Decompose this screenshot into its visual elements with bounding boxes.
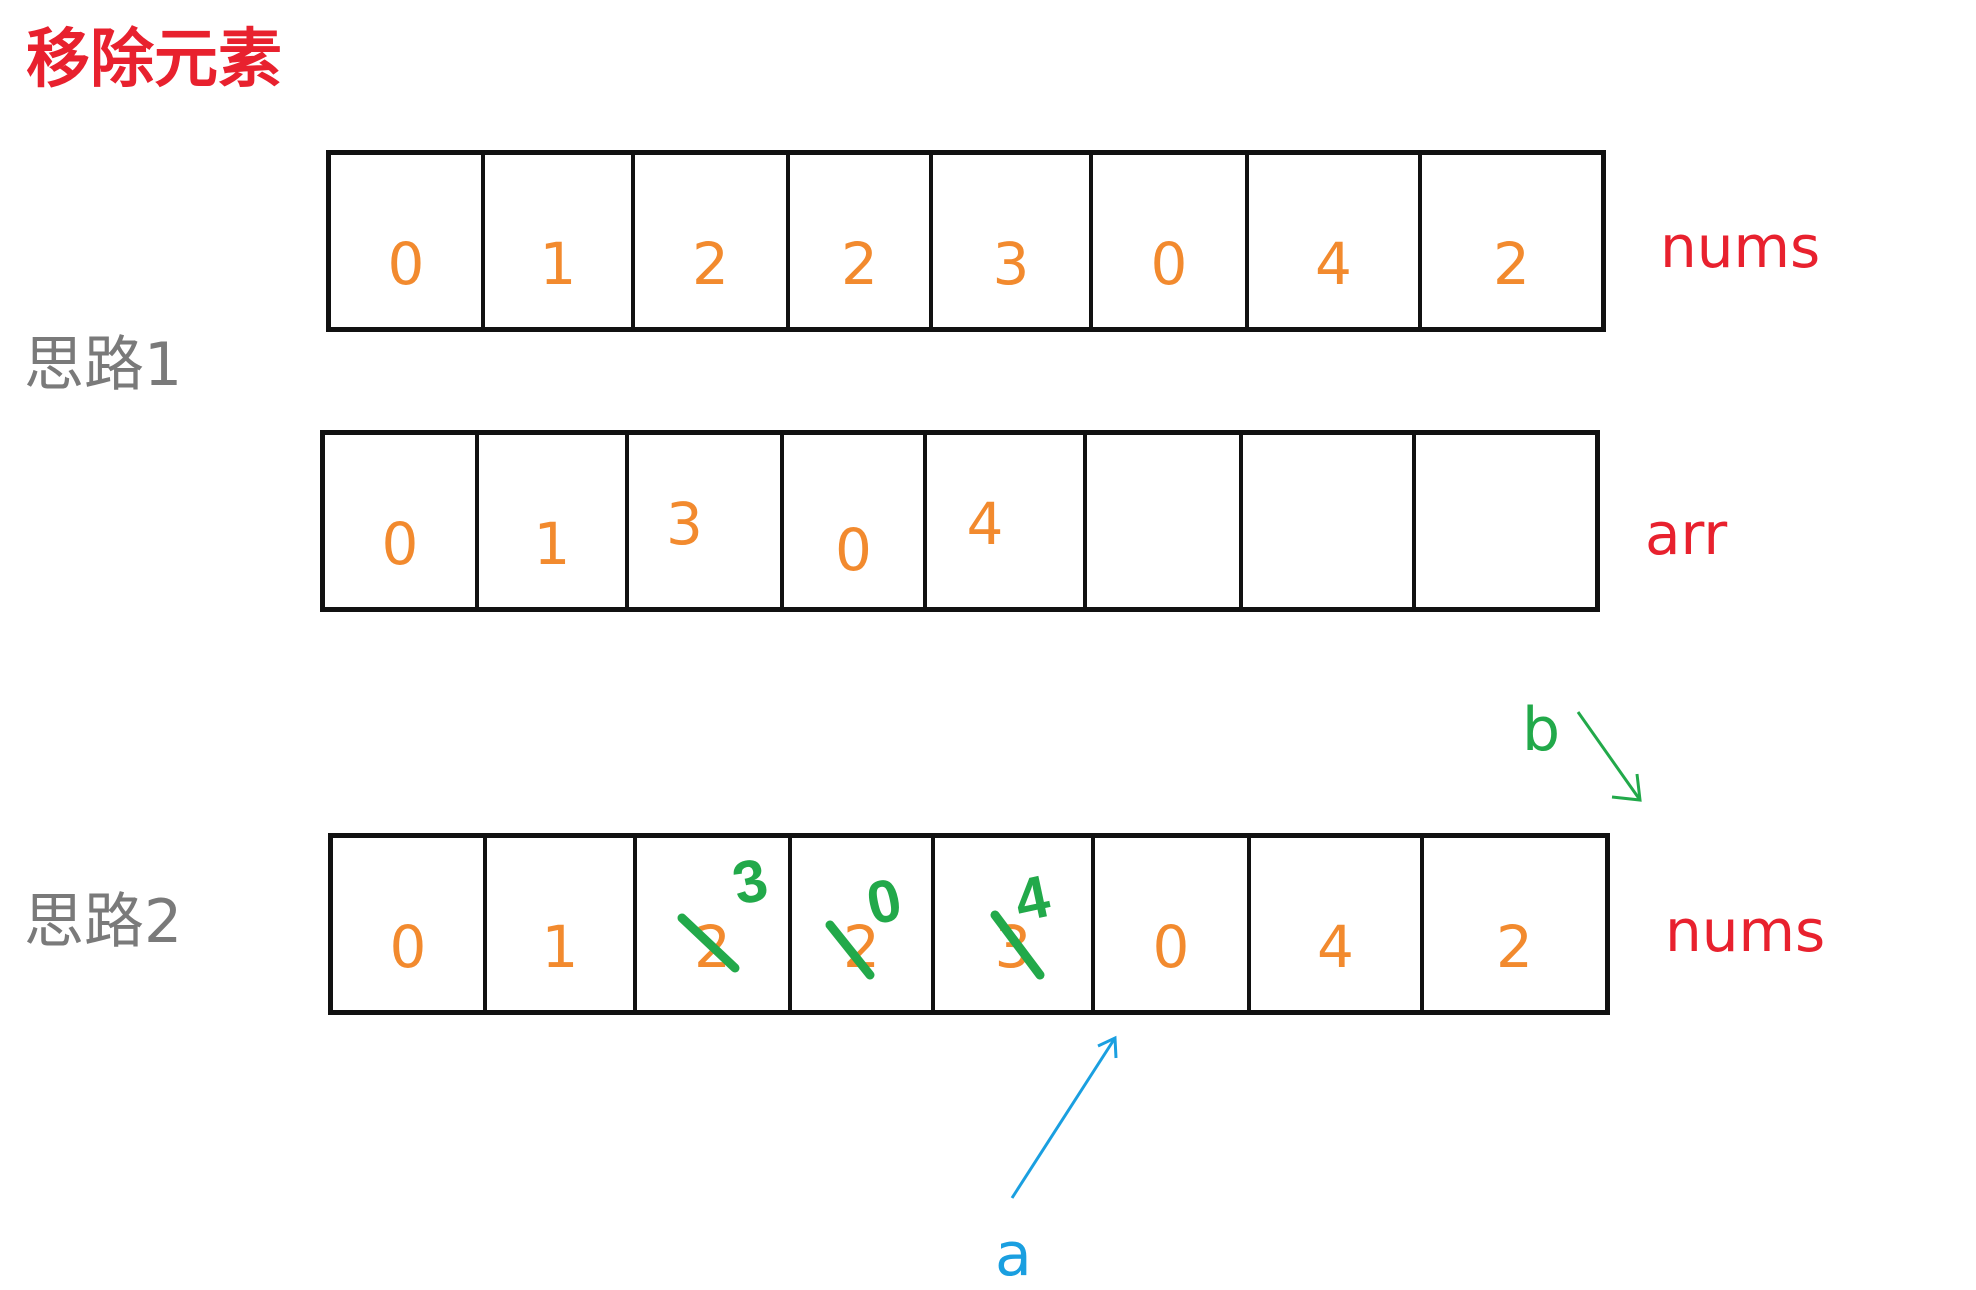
cell-value: 0 — [1152, 913, 1190, 981]
cell-value: 2 — [1493, 230, 1530, 298]
cell-value: 1 — [541, 913, 579, 981]
array-cell: 2 — [790, 155, 933, 327]
array-cell: 3 — [933, 155, 1093, 327]
array-name-nums: nums — [1665, 897, 1826, 965]
array-cell: 4 — [1249, 155, 1422, 327]
array-cell: 0 — [1095, 838, 1251, 1010]
pointer-a-label: a — [995, 1220, 1032, 1290]
page-title: 移除元素 — [26, 23, 282, 97]
cell-value: 2 — [692, 230, 729, 298]
cell-value: 1 — [539, 230, 577, 298]
cell-value: 3 — [992, 230, 1030, 298]
array-cell: 2 — [635, 155, 790, 327]
array-cell: 2 — [1422, 155, 1601, 327]
strike-mark — [990, 910, 1045, 980]
cell-value: 2 — [841, 230, 878, 298]
pointer-a-arrow-icon — [1010, 1035, 1118, 1199]
strike-mark — [825, 920, 875, 980]
array-cell: 2 — [1424, 838, 1605, 1010]
array-cell: 0 — [325, 435, 479, 607]
cell-value: 4 — [1315, 230, 1352, 298]
array-cell: 1 — [485, 155, 635, 327]
approach1-label: 思路1 — [24, 330, 183, 400]
approach2-nums-array: 0 1 2 2 3 0 4 2 — [328, 833, 1610, 1015]
array-cell: 0 — [331, 155, 485, 327]
pointer-b-label: b — [1522, 695, 1561, 765]
array-cell: 0 — [784, 435, 927, 607]
strike-mark — [677, 913, 740, 973]
cell-value: 0 — [835, 516, 872, 584]
array-cell: 4 — [927, 435, 1087, 607]
array-name-nums: nums — [1660, 213, 1821, 281]
approach2-label: 思路2 — [24, 887, 183, 957]
array-cell: 1 — [487, 838, 637, 1010]
cell-value: 0 — [387, 230, 425, 298]
array-cell — [1087, 435, 1243, 607]
array-cell: 0 — [1093, 155, 1249, 327]
cell-value: 4 — [966, 490, 1004, 558]
overwrite-value: 3 — [727, 845, 774, 917]
pointer-b-arrow-icon — [1576, 711, 1642, 802]
cell-value: 0 — [1150, 230, 1188, 298]
array-name-arr: arr — [1645, 500, 1728, 568]
array-cell: 4 — [1251, 838, 1424, 1010]
approach1-nums-array: 0 1 2 2 3 0 4 2 — [326, 150, 1606, 332]
cell-value: 0 — [381, 510, 419, 578]
cell-value: 1 — [533, 510, 571, 578]
array-cell: 3 — [629, 435, 784, 607]
approach1-arr-array: 0 1 3 0 4 — [320, 430, 1600, 612]
array-cell — [1243, 435, 1416, 607]
overwrite-value: 0 — [861, 865, 908, 937]
array-cell: 0 — [333, 838, 487, 1010]
cell-value: 2 — [1496, 913, 1533, 981]
array-cell: 1 — [479, 435, 629, 607]
cell-value: 4 — [1317, 913, 1354, 981]
cell-value: 3 — [666, 490, 703, 558]
cell-value: 0 — [389, 913, 427, 981]
overwrite-value: 4 — [1009, 862, 1056, 935]
